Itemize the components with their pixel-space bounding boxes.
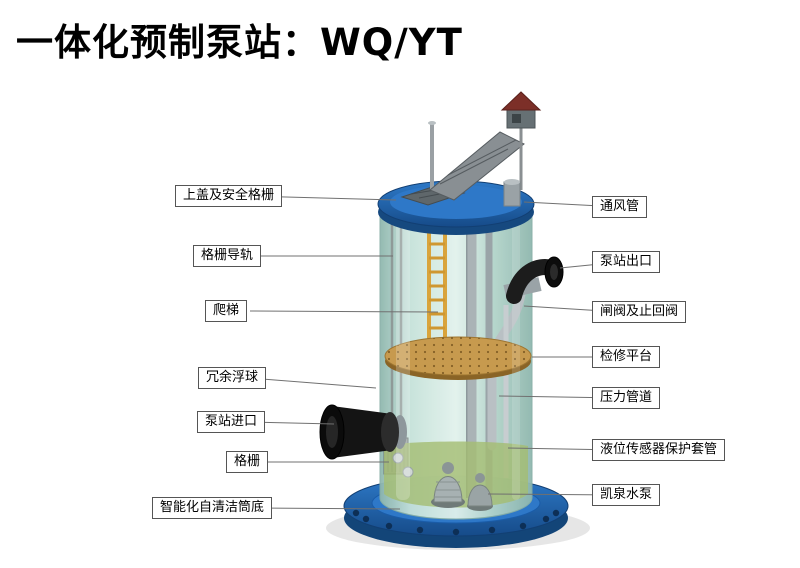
label-float-ball: 冗余浮球 [198, 367, 267, 389]
water [384, 441, 528, 508]
flange-bolts [352, 509, 560, 536]
label-pressure-pipe: 压力管道 [592, 387, 661, 409]
label-vent-pipe: 通风管 [592, 196, 648, 218]
leader-self-clean-bottom [249, 507, 401, 510]
label-outlet: 泵站出口 [592, 251, 661, 273]
page-title: 一体化预制泵站：WQ/YT [16, 21, 463, 64]
ladder [427, 222, 447, 342]
float-balls [392, 452, 414, 478]
leader-ladder [249, 310, 439, 313]
label-valves: 闸阀及止回阀 [592, 301, 687, 323]
label-platform: 检修平台 [592, 346, 661, 368]
ladder-rungs [429, 228, 445, 330]
label-top-cover-grille: 上盖及安全格栅 [175, 185, 283, 207]
solar-panel [429, 131, 525, 201]
leader-float-ball [249, 377, 377, 389]
label-grille: 格栅 [226, 451, 269, 473]
label-inlet: 泵站进口 [197, 411, 266, 433]
outlet-pipe [503, 256, 564, 304]
label-sensor-casing: 液位传感器保护套管 [592, 439, 726, 461]
inlet-pipe [319, 404, 407, 460]
label-grille-rail: 格栅导轨 [193, 245, 262, 267]
vent-pipe [503, 179, 521, 207]
label-self-clean-bottom: 智能化自清洁筒底 [152, 497, 273, 519]
antenna-cap [428, 121, 436, 125]
maintenance-platform [384, 336, 532, 380]
rooftop-equipment [428, 91, 542, 207]
top-lid [377, 180, 535, 235]
label-pump: 凯泉水泵 [592, 484, 661, 506]
water-pumps [431, 462, 493, 511]
roof-box [500, 91, 542, 129]
label-ladder: 爬梯 [205, 300, 248, 322]
tank-interior [383, 214, 532, 511]
